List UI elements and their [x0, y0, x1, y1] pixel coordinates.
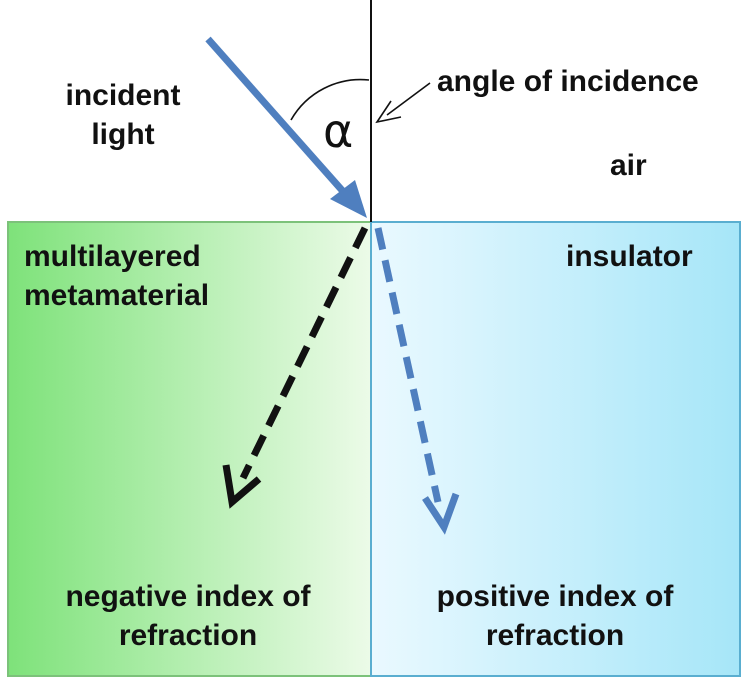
- incident-label-line2: light: [91, 118, 155, 151]
- positive-index-label: positive index of refraction: [405, 577, 705, 655]
- insulator-region: [370, 221, 741, 677]
- metamaterial-region: [7, 221, 372, 677]
- angle-pointer-line: [386, 82, 431, 116]
- metamaterial-label-line1: multilayered: [24, 240, 201, 273]
- positive-index-line2: refraction: [485, 619, 625, 652]
- negative-refraction-head: [222, 464, 262, 509]
- angle-arc: [290, 78, 370, 121]
- insulator-label: insulator: [566, 240, 693, 273]
- metamaterial-label-line2: metamaterial: [24, 279, 210, 312]
- negative-index-line1: negative index of: [65, 580, 311, 613]
- incident-arrow-shaft: [205, 36, 351, 200]
- air-label: air: [610, 149, 647, 182]
- negative-index-label: negative index of refraction: [38, 577, 338, 655]
- incident-label-line1: incident: [65, 79, 181, 112]
- incident-arrow-head: [330, 180, 367, 218]
- angle-pointer-head: [375, 100, 402, 124]
- angle-symbol: α: [323, 104, 354, 158]
- angle-of-incidence-label: angle of incidence: [437, 65, 699, 98]
- positive-refraction-shaft: [374, 227, 442, 503]
- positive-index-line1: positive index of: [436, 580, 674, 613]
- negative-index-line2: refraction: [118, 619, 258, 652]
- positive-refraction-head: [422, 492, 460, 535]
- metamaterial-label: multilayered metamaterial: [24, 237, 209, 315]
- incident-light-label: incident light: [48, 76, 198, 154]
- negative-refraction-shaft: [239, 226, 369, 480]
